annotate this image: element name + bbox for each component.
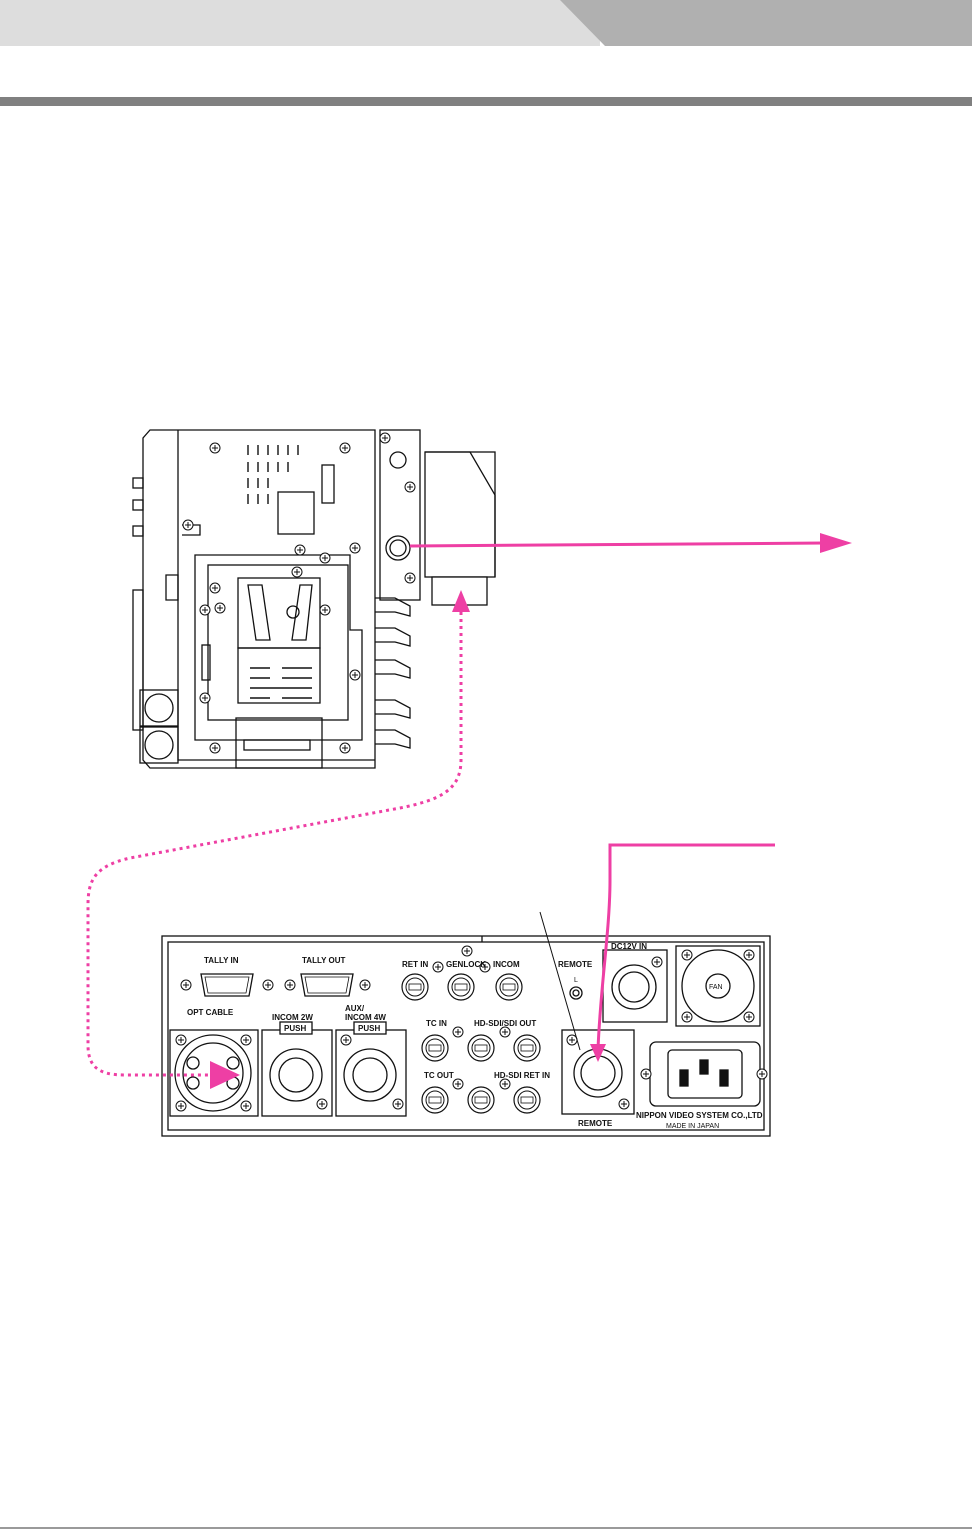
- bnc-connector-icon: [447, 973, 475, 1001]
- label-push-1: PUSH: [284, 1024, 306, 1033]
- label-remote-bottom: REMOTE: [578, 1119, 613, 1128]
- dsub-connector-icon: [300, 973, 354, 997]
- base-station-labels: TALLY IN TALLY OUT RET IN GENLOCK INCOM …: [187, 942, 763, 1130]
- dsub-connector-icon: [200, 973, 254, 997]
- bnc-connector-icon: [467, 1086, 495, 1114]
- label-tc-out: TC OUT: [424, 1071, 454, 1080]
- base-station-panel: [161, 935, 771, 1137]
- bnc-connector-icon: [495, 973, 523, 1001]
- label-genlock: GENLOCK: [446, 960, 486, 969]
- bnc-connector-icon: [513, 1086, 541, 1114]
- label-tally-out: TALLY OUT: [302, 956, 346, 965]
- label-incom-4w: INCOM 4W: [345, 1013, 386, 1022]
- label-ret-in: RET IN: [402, 960, 428, 969]
- bnc-connector-icon: [401, 973, 429, 1001]
- bnc-connector-icon: [421, 1086, 449, 1114]
- arrow-icon: [452, 590, 470, 612]
- header-bar-dark: [560, 0, 972, 46]
- label-maker: NIPPON VIDEO SYSTEM CO.,LTD: [636, 1111, 763, 1120]
- remote-leader-line: [539, 911, 581, 1051]
- fan-icon: FAN: [709, 984, 723, 991]
- label-aux: AUX/: [345, 1004, 365, 1013]
- arrow-icon: [590, 1044, 606, 1062]
- label-made-in: MADE IN JAPAN: [666, 1123, 719, 1130]
- footer-rule: [0, 1527, 972, 1529]
- label-hdsdi-ret-in: HD-SDI RET IN: [494, 1071, 550, 1080]
- label-incom: INCOM: [493, 960, 520, 969]
- label-hdsdi-out: HD-SDI/SDI OUT: [474, 1019, 536, 1028]
- label-dc12v-in: DC12V IN: [611, 942, 647, 951]
- section-rule: [0, 97, 972, 106]
- cable-remote-in: [590, 843, 775, 1062]
- label-tc-in: TC IN: [426, 1019, 447, 1028]
- label-opt-cable: OPT CABLE: [187, 1008, 234, 1017]
- arrow-icon: [820, 533, 852, 553]
- label-remote-lamp: L: [574, 977, 578, 984]
- camera-adapter: [132, 429, 496, 769]
- cable-optical: [86, 590, 470, 1089]
- label-remote-top: REMOTE: [558, 960, 593, 969]
- bnc-connector-icon: [421, 1034, 449, 1062]
- label-tally-in: TALLY IN: [204, 956, 239, 965]
- bnc-connector-icon: [467, 1034, 495, 1062]
- cable-remote-out: [409, 533, 852, 553]
- bnc-connector-icon: [513, 1034, 541, 1062]
- label-push-2: PUSH: [358, 1024, 380, 1033]
- label-incom-2w: INCOM 2W: [272, 1013, 313, 1022]
- header-bar-light: [0, 0, 600, 46]
- arrow-icon: [210, 1061, 240, 1089]
